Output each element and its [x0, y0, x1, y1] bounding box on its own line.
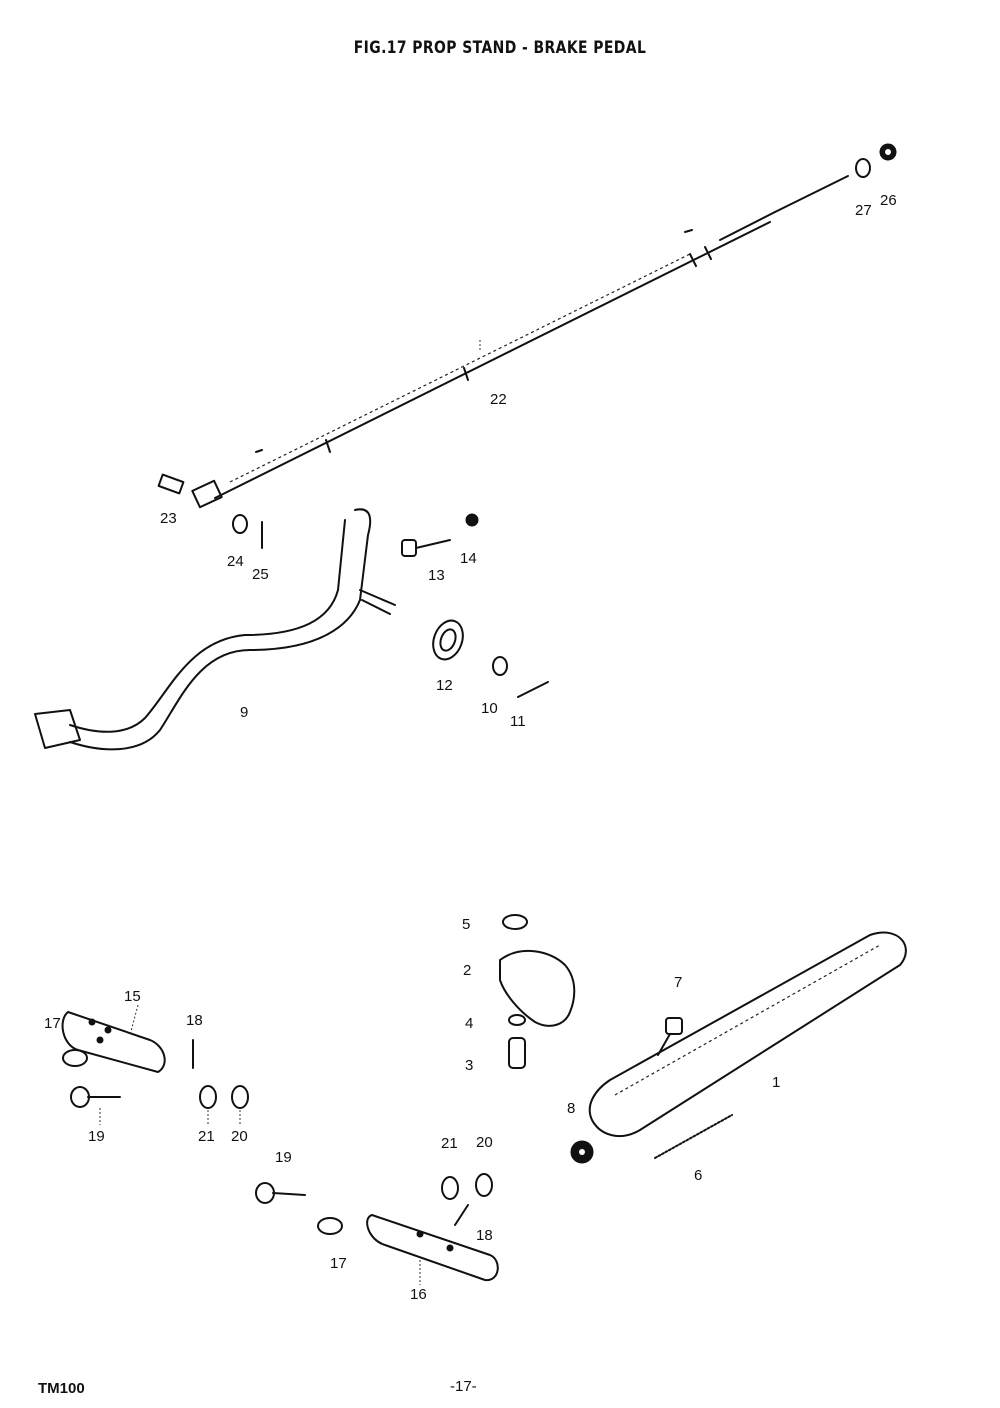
callout-20-left: 20 — [231, 1128, 248, 1145]
callout-16: 16 — [410, 1286, 427, 1303]
callout-2: 2 — [463, 962, 471, 979]
rod-nut-26 — [879, 143, 897, 161]
brake-rod-22 — [191, 175, 849, 509]
bolt-3 — [508, 1037, 526, 1069]
callout-3: 3 — [465, 1057, 473, 1074]
nut-5 — [502, 914, 528, 930]
callout-9: 9 — [240, 704, 248, 721]
callout-8: 8 — [567, 1100, 575, 1117]
callout-5-top: 5 — [462, 916, 470, 933]
footrest-pin-17b — [317, 1217, 343, 1235]
stand-nut — [570, 1140, 594, 1164]
footrest-15 — [61, 1011, 166, 1073]
callout-6: 6 — [694, 1167, 702, 1184]
pivot-bolt-13 — [401, 539, 451, 557]
stand-bolt-7 — [657, 1017, 683, 1056]
washer-24 — [232, 514, 248, 534]
footrest-pin-19b — [255, 1182, 306, 1204]
model-code: TM100 — [38, 1380, 85, 1397]
page-number: -17- — [450, 1378, 477, 1395]
nut-14 — [465, 513, 479, 527]
callout-22: 22 — [490, 391, 507, 408]
clevis-pin-23 — [157, 473, 185, 495]
callout-18-left: 18 — [186, 1012, 203, 1029]
stand-spring-6 — [654, 1114, 733, 1159]
callout-4: 4 — [465, 1015, 473, 1032]
footrest-pin-19a — [70, 1086, 121, 1108]
cotter-20a — [231, 1085, 249, 1109]
callout-13: 13 — [428, 567, 445, 584]
callout-15: 15 — [124, 988, 141, 1005]
cotter-pin-11 — [517, 681, 549, 698]
callout-27: 27 — [855, 202, 872, 219]
callout-7: 7 — [674, 974, 682, 991]
washer-21a — [199, 1085, 217, 1109]
brake-pedal-9 — [34, 508, 396, 751]
callout-17-left: 17 — [44, 1015, 61, 1032]
callout-1: 1 — [772, 1074, 780, 1091]
callout-21-left: 21 — [198, 1128, 215, 1145]
callout-labels: 22 27 26 23 24 25 13 14 9 12 10 11 5 2 4… — [44, 192, 897, 1303]
prop-stand-1 — [588, 931, 907, 1138]
washer-4 — [508, 1014, 526, 1026]
spring-18b — [454, 1204, 469, 1226]
callout-18-right: 18 — [476, 1227, 493, 1244]
callout-23: 23 — [160, 510, 177, 527]
washer-10 — [492, 656, 508, 676]
callout-25: 25 — [252, 566, 269, 583]
callout-14: 14 — [460, 550, 477, 567]
callout-11: 11 — [510, 713, 526, 730]
callout-12: 12 — [436, 677, 453, 694]
rod-washer-27 — [855, 158, 871, 178]
callout-17-right: 17 — [330, 1255, 347, 1272]
leader-lines — [99, 340, 481, 1285]
footrest-16 — [366, 1214, 499, 1282]
figure-title: FIG.17 PROP STAND - BRAKE PEDAL — [353, 38, 647, 58]
footrest-pin-17a — [62, 1049, 88, 1067]
stand-bracket-2 — [499, 949, 576, 1027]
callout-20-right: 20 — [476, 1134, 493, 1151]
return-spring-12 — [432, 619, 464, 661]
callout-21-right: 21 — [441, 1135, 458, 1152]
washer-21b — [441, 1176, 459, 1200]
callout-26: 26 — [880, 192, 897, 209]
callout-19-right: 19 — [275, 1149, 292, 1166]
callout-24: 24 — [227, 553, 244, 570]
callout-10: 10 — [481, 700, 498, 717]
callout-19-left: 19 — [88, 1128, 105, 1145]
cotter-20b — [475, 1173, 493, 1197]
